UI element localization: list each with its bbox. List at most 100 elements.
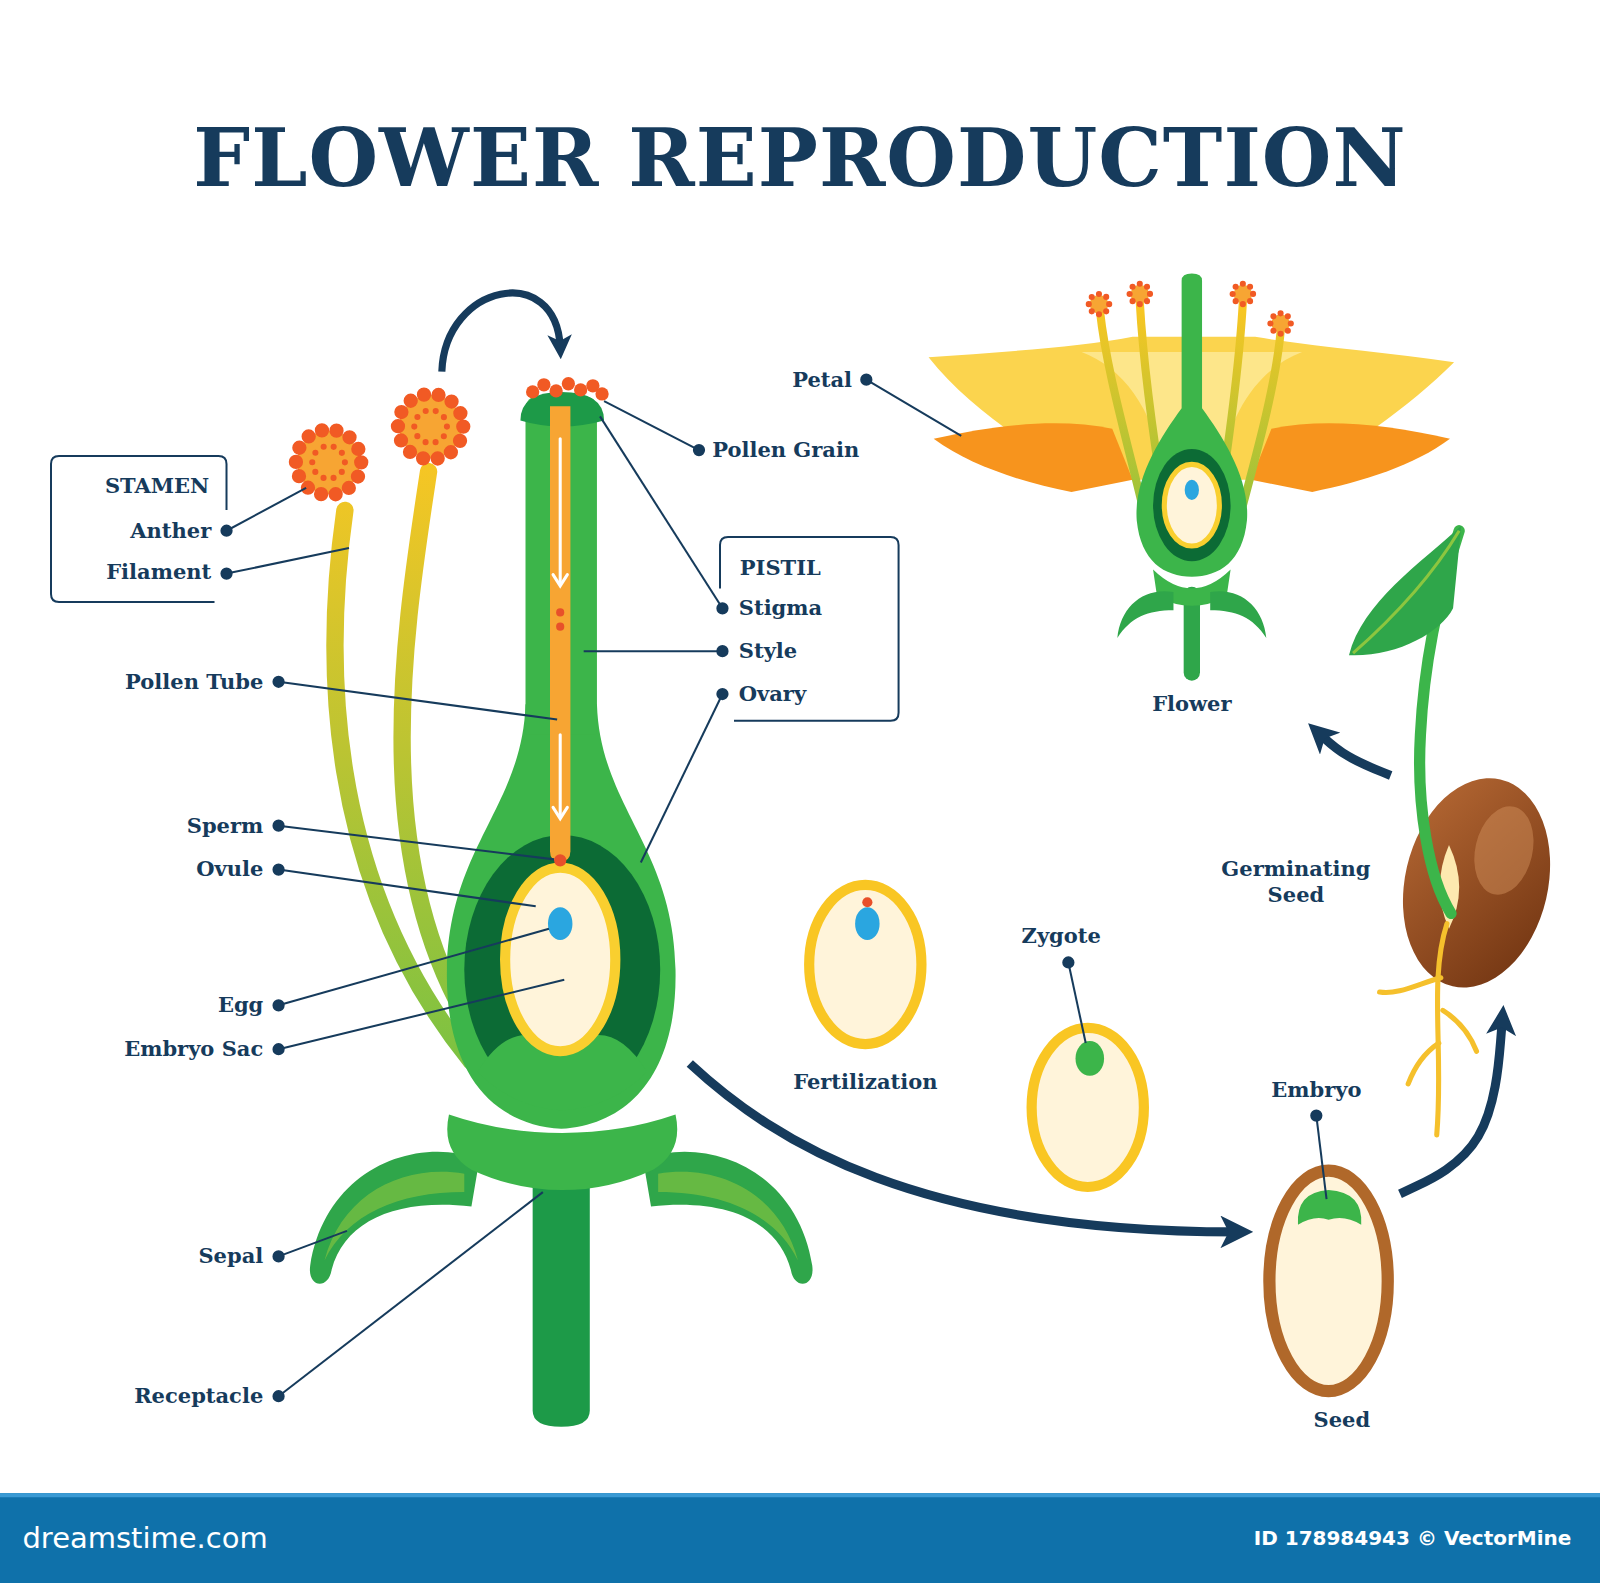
germinating-seed-figure (1353, 531, 1459, 653)
style-figure (537, 378, 550, 391)
style-figure (550, 406, 570, 861)
leader-line (273, 1000, 283, 1010)
leader-line (279, 1231, 347, 1257)
pistil-figure (658, 1172, 798, 1261)
stage-label: Zygote (1022, 923, 1101, 949)
stamen-figure (296, 430, 361, 495)
part-label: Petal (792, 366, 852, 392)
footer-bar (0, 1493, 1600, 1497)
leader-line (227, 548, 349, 574)
fertilization-ovule (809, 885, 921, 1044)
leader-line (717, 646, 727, 656)
part-label: Embryo Sac (124, 1036, 263, 1062)
ovary-figure (505, 868, 615, 1052)
leader-line (600, 416, 722, 608)
stage-label: Seed (1314, 1407, 1371, 1433)
seed-figure (1269, 1171, 1387, 1391)
style-figure (562, 377, 575, 390)
style-figure (574, 383, 587, 396)
leader-line (1316, 1116, 1326, 1200)
part-label: Anther (130, 517, 211, 543)
part-label: Filament (106, 559, 211, 585)
part-label: Ovule (196, 856, 263, 882)
germinating-seed-figure (1380, 924, 1477, 1135)
seed-figure (1269, 1171, 1387, 1391)
pistil-figure (324, 1172, 464, 1261)
leader-line (861, 375, 871, 385)
flower-figure (1136, 274, 1247, 577)
stamen-figure (414, 410, 447, 443)
style-figure (559, 439, 562, 584)
style-figure (553, 575, 567, 586)
part-label: Pollen Grain (712, 437, 859, 463)
flower-figure (1117, 591, 1173, 638)
part-group-box: PISTILStigmaStyleOvary (720, 537, 899, 721)
germinating-seed-figure (1466, 800, 1542, 900)
flower-figure (1251, 423, 1450, 492)
part-label: Style (739, 638, 797, 664)
flower-figure (1185, 480, 1199, 500)
style-figure (595, 387, 608, 400)
leader-line (279, 870, 536, 907)
leader-line (227, 488, 307, 531)
pistil-figure (643, 1152, 813, 1284)
style-figure (559, 735, 562, 817)
leader-line (694, 445, 704, 455)
cycle-arrow (1400, 1020, 1502, 1194)
leader-line (279, 826, 555, 860)
footer-brand: dreamstime.com (22, 1520, 267, 1556)
leader-line (717, 603, 727, 613)
style-figure (556, 623, 564, 631)
style-figure (526, 377, 609, 400)
ovary-figure (447, 1115, 677, 1191)
germinating-seed-figure (1437, 924, 1447, 1135)
pollination-arrow (442, 293, 560, 371)
zygote-ovule (1076, 1041, 1105, 1076)
part-label: Stigma (739, 595, 822, 621)
seed-figure (1298, 1190, 1361, 1225)
leader-line (221, 375, 1326, 1402)
flower-figure (1153, 449, 1231, 561)
leader-line (279, 1192, 543, 1396)
style-figure (526, 385, 539, 398)
fertilization-ovule (862, 897, 872, 907)
leader-line (584, 650, 723, 652)
leader-line (273, 1251, 283, 1261)
diagram-title: FLOWER REPRODUCTION (193, 114, 1406, 202)
style-figure (556, 608, 564, 616)
footer-bar (0, 1493, 1600, 1583)
leader-line (717, 689, 727, 699)
flower-figure (929, 274, 1455, 681)
germinating-seed-figure (1383, 763, 1570, 1002)
germinating-seed-figure (1443, 1010, 1477, 1051)
leader-line (221, 526, 231, 536)
flower-figure (1210, 591, 1266, 638)
leader-line (604, 401, 699, 450)
pistil-figure (310, 1152, 480, 1284)
leader-line (279, 682, 558, 720)
zygote-ovule (1032, 1028, 1144, 1187)
leader-line (273, 1044, 283, 1054)
leader-line (1068, 962, 1085, 1043)
leader-line (273, 864, 283, 874)
stage-node: Germinating Seed (1198, 776, 1556, 1006)
footer-bar (0, 1493, 1600, 1583)
part-label: Embryo (1271, 1077, 1361, 1103)
leader-line (273, 821, 283, 831)
style-figure (520, 377, 608, 866)
leader-line (1063, 957, 1073, 967)
style-figure (549, 384, 562, 397)
stage-label: Germinating Seed (1204, 855, 1388, 908)
pollination-arrow (690, 1063, 1237, 1231)
ovary-figure (548, 907, 572, 940)
fertilization-ovule (809, 885, 921, 1044)
style-figure (553, 439, 567, 819)
leader-line (1311, 1110, 1321, 1120)
stage-node: Flower (923, 270, 1459, 723)
part-label: Receptacle (134, 1383, 263, 1409)
flower-figure (1164, 464, 1219, 546)
leader-line (273, 677, 283, 687)
